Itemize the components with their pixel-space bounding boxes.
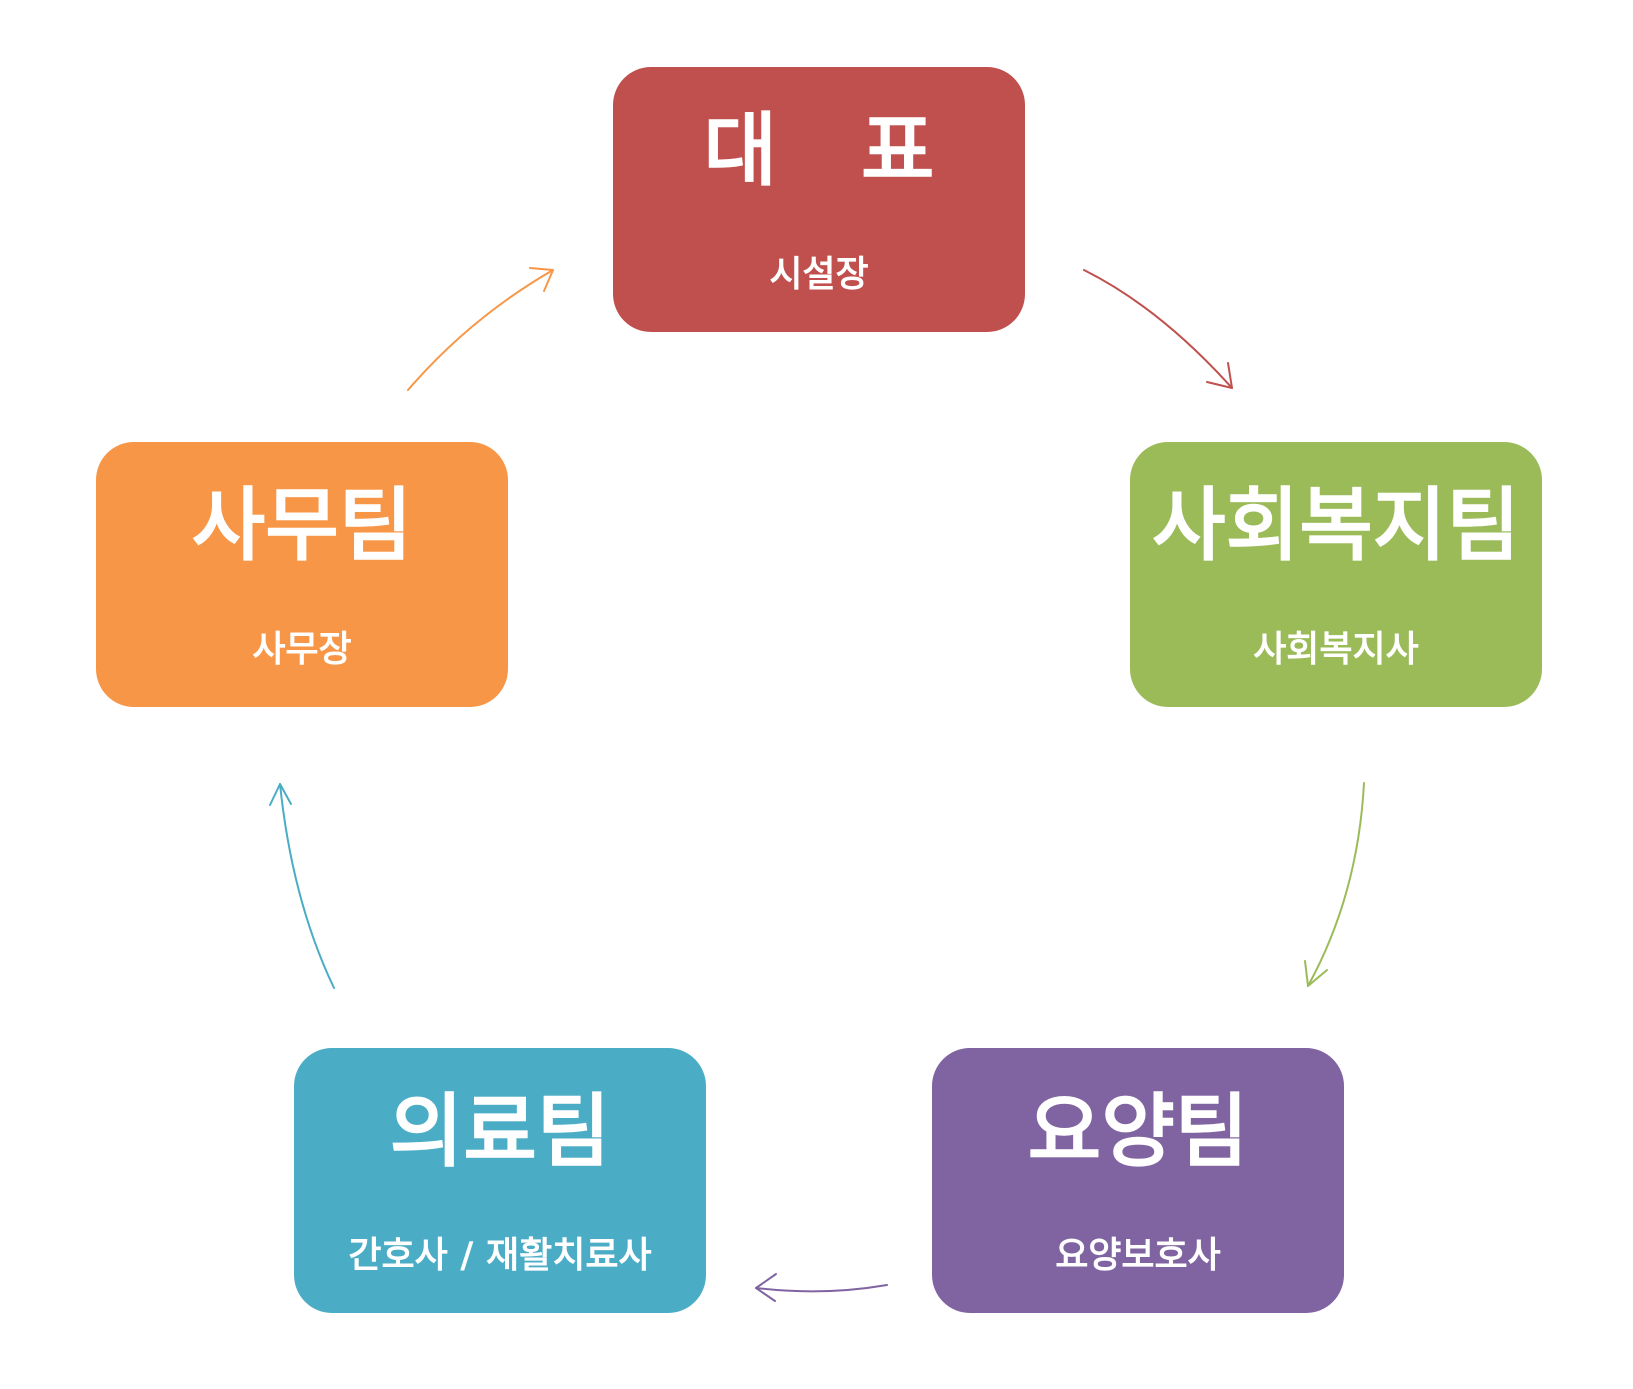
node-ceo-title: 대 표 [703, 104, 963, 197]
node-social-welfare-team-subtitle: 사회복지사 [1253, 629, 1419, 670]
node-care-team-title: 요양팀 [1027, 1085, 1249, 1178]
arrow-social-to-care [1304, 782, 1365, 987]
node-ceo: 대 표 시설장 [613, 67, 1025, 332]
node-admin-team: 사무팀 사무장 [96, 442, 508, 707]
arrow-admin-to-ceo [407, 267, 554, 391]
node-care-team: 요양팀 요양보호사 [932, 1048, 1344, 1313]
arrow-ceo-to-social [1083, 269, 1233, 389]
node-care-team-subtitle: 요양보호사 [1055, 1235, 1221, 1276]
node-medical-team-title: 의료팀 [389, 1085, 611, 1178]
arrow-care-to-medical [755, 1273, 888, 1302]
node-ceo-subtitle: 시설장 [769, 254, 869, 295]
arrow-medical-to-admin [269, 783, 335, 989]
node-medical-team-subtitle: 간호사 / 재활치료사 [348, 1235, 652, 1276]
node-social-welfare-team: 사회복지팀 사회복지사 [1130, 442, 1542, 707]
node-admin-team-title: 사무팀 [191, 479, 413, 572]
node-social-welfare-team-title: 사회복지팀 [1152, 479, 1520, 572]
node-medical-team: 의료팀 간호사 / 재활치료사 [294, 1048, 706, 1313]
node-admin-team-subtitle: 사무장 [252, 629, 352, 670]
